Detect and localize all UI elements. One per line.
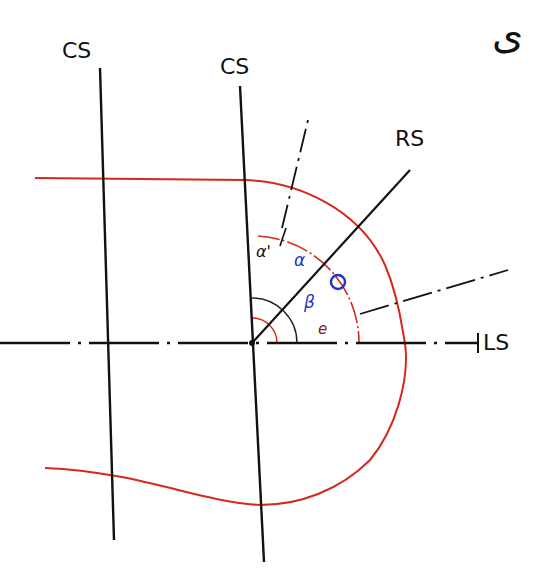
angle-arc: [258, 236, 359, 343]
dash-dot-line: [360, 270, 508, 314]
vertical-line: [100, 68, 114, 540]
center-dot: [249, 340, 255, 346]
angle-label: α': [256, 244, 271, 260]
dash-dot-line: [282, 120, 308, 228]
line-label: CS: [62, 40, 91, 62]
vertical-line: [240, 86, 264, 562]
angle-label: α: [294, 252, 305, 269]
tick-mark: [477, 333, 479, 353]
tick-mark: [280, 228, 286, 246]
script-note: ی: [492, 14, 523, 54]
angle-label: e: [318, 322, 327, 337]
point-mark: [331, 275, 345, 289]
rs-line: [252, 170, 410, 343]
horizontal-axis: [0, 342, 478, 344]
angle-label: β: [304, 294, 315, 311]
line-label: CS: [220, 56, 249, 78]
line-label: RS: [395, 128, 424, 150]
line-label: LS: [483, 332, 509, 354]
contour-outline: [35, 178, 406, 505]
